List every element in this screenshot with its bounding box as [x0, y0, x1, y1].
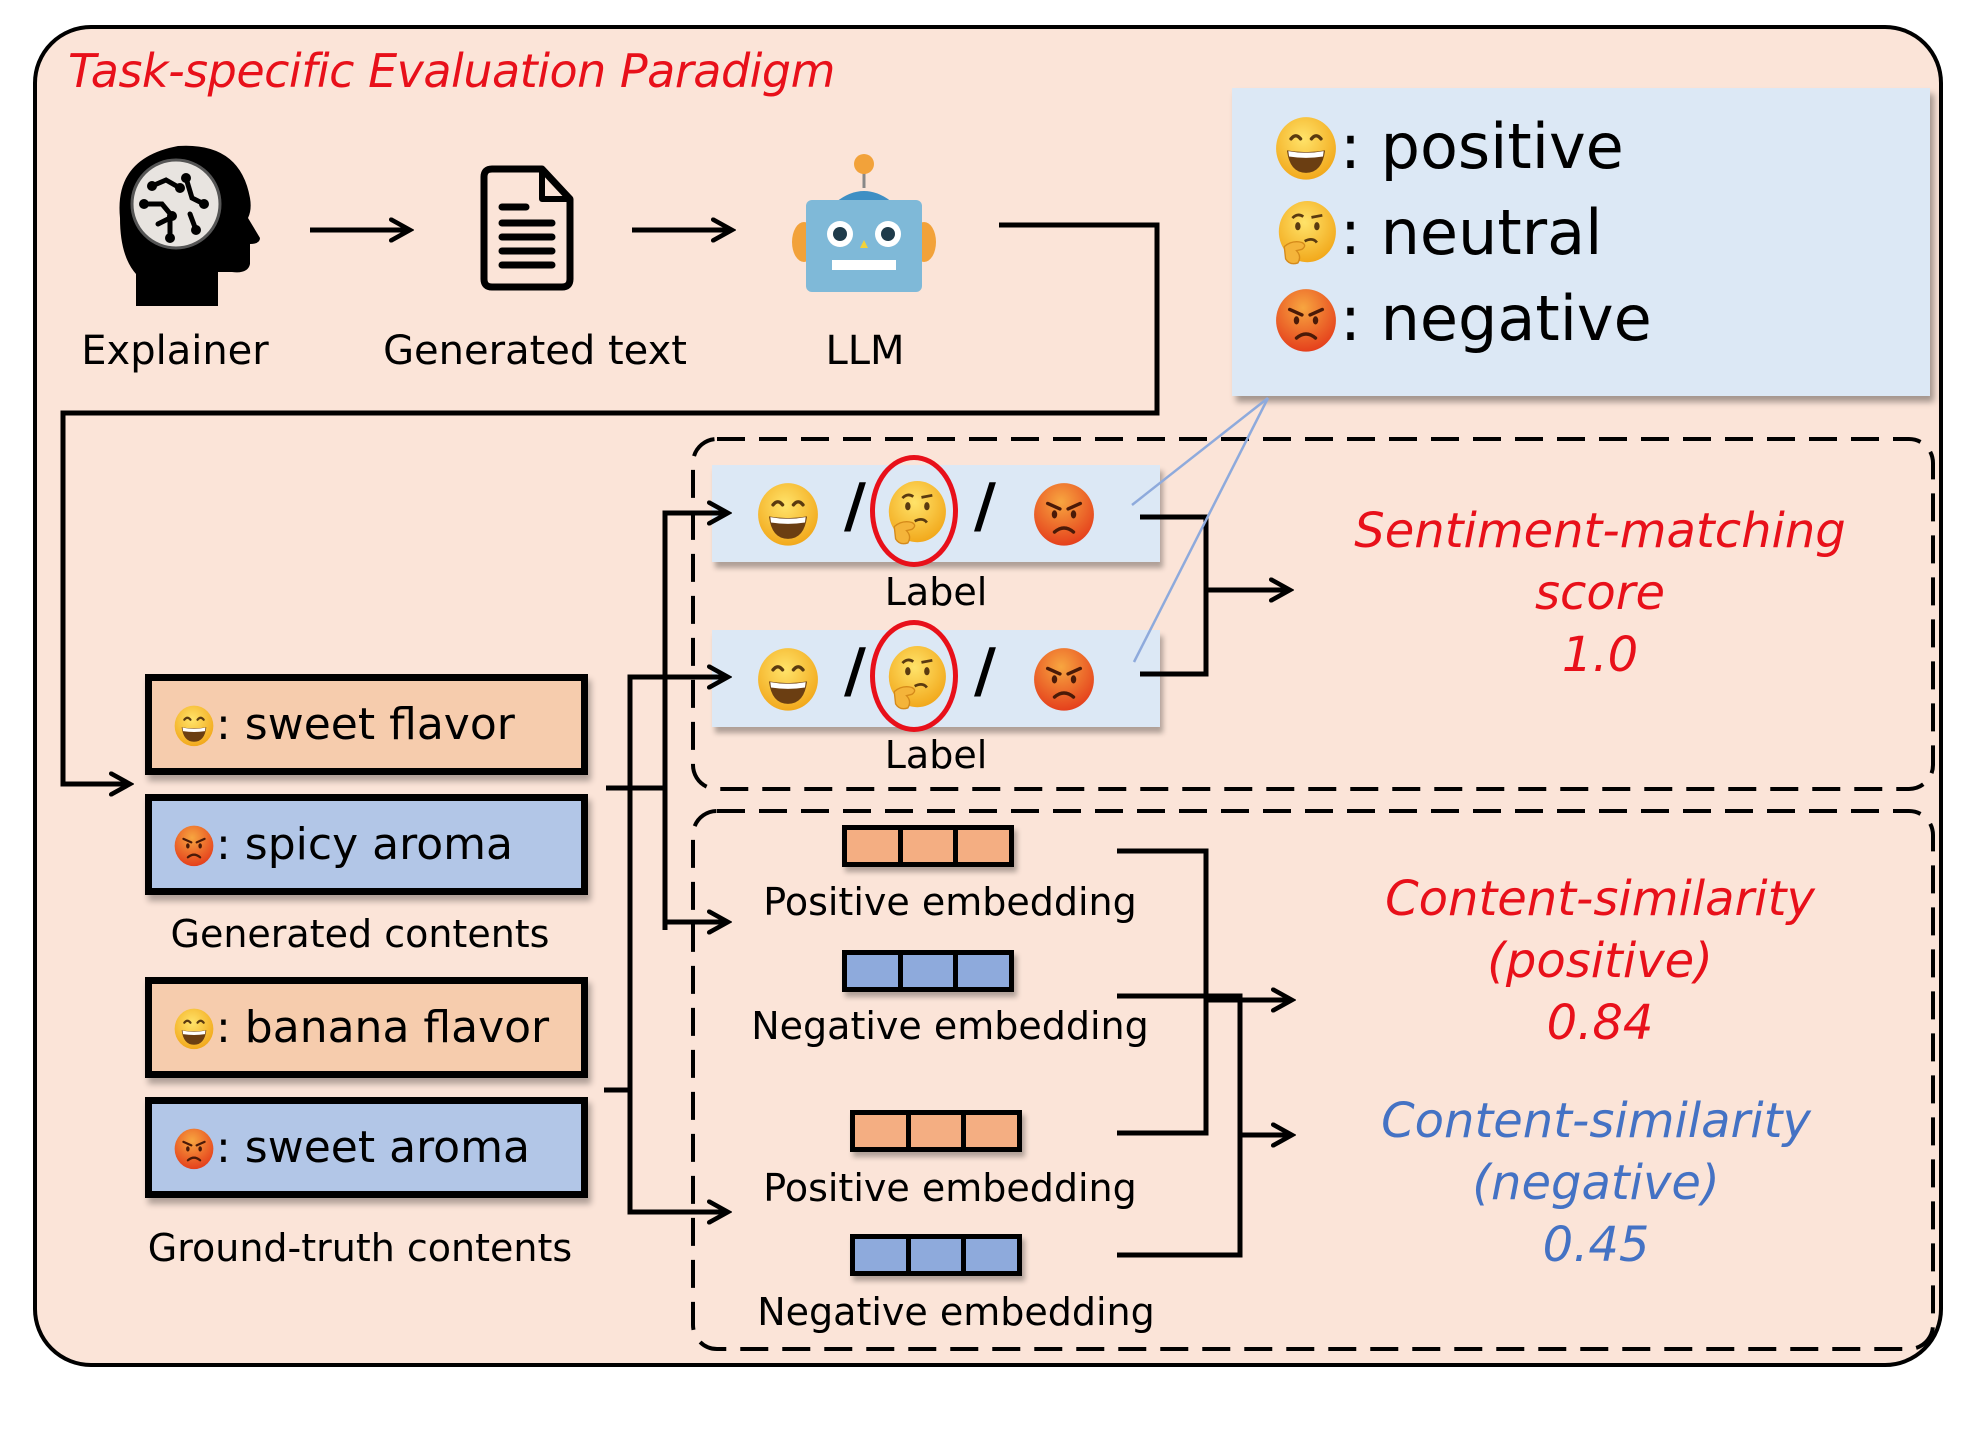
content-text: : banana flavor [216, 1002, 550, 1053]
angry-face-icon [1272, 285, 1340, 353]
robot-icon [784, 152, 944, 300]
generated-contents-caption: Generated contents [170, 912, 550, 956]
separator: / [974, 471, 996, 541]
score-title: Sentiment-matching [1354, 503, 1846, 559]
grinning-face-icon [754, 477, 822, 549]
score-value: 0.45 [1542, 1217, 1650, 1273]
angry-face-icon [172, 1125, 216, 1171]
ground-truth-content-positive: : banana flavor [145, 977, 588, 1078]
generated-content-negative: : spicy aroma [145, 794, 588, 895]
label-caption: Label [884, 733, 988, 777]
angry-face-icon [172, 822, 216, 868]
legend-label: : neutral [1340, 196, 1603, 269]
content-similarity-positive-score: Content-similarity (positive) 0.84 [1300, 868, 1900, 1054]
legend-item-neutral: : neutral [1272, 196, 1602, 269]
legend-item-negative: : negative [1272, 282, 1652, 355]
ground-truth-contents-caption: Ground-truth contents [147, 1226, 573, 1270]
score-value: 1.0 [1561, 627, 1639, 683]
sentiment-label-row: / / [712, 455, 1160, 567]
score-title: Content-similarity [1385, 871, 1815, 927]
content-text: : sweet flavor [216, 699, 515, 750]
ground-truth-content-negative: : sweet aroma [145, 1097, 588, 1198]
score-subtitle: score [1534, 565, 1666, 621]
score-value: 0.84 [1546, 995, 1654, 1051]
sentiment-matching-score: Sentiment-matching score 1.0 [1300, 500, 1900, 686]
separator: / [974, 636, 996, 706]
sentiment-legend: : positive : neutral : negative [1232, 88, 1930, 396]
legend-label: : positive [1340, 110, 1624, 183]
positive-embedding-vector [850, 1110, 1022, 1152]
content-text: : sweet aroma [216, 1122, 530, 1173]
pipeline-label-llm: LLM [825, 328, 905, 374]
content-text: : spicy aroma [216, 819, 513, 870]
brain-head-icon [100, 138, 260, 306]
positive-embedding-vector [842, 825, 1014, 867]
label-caption: Label [884, 570, 988, 614]
embedding-label: Negative embedding [757, 1290, 1155, 1334]
document-icon [476, 163, 576, 293]
thinking-face-icon [1272, 199, 1340, 267]
legend-label: : negative [1340, 282, 1652, 355]
legend-item-positive: : positive [1272, 110, 1624, 183]
score-title: Content-similarity [1381, 1093, 1811, 1149]
grinning-face-icon [172, 1005, 216, 1051]
negative-embedding-vector [850, 1234, 1022, 1276]
pipeline-label-explainer: Explainer [81, 328, 269, 374]
angry-face-icon [1030, 477, 1098, 549]
separator: / [844, 636, 866, 706]
embedding-label: Positive embedding [763, 880, 1137, 924]
selected-highlight-circle [870, 620, 958, 732]
score-subtitle: (positive) [1487, 933, 1713, 989]
sentiment-label-row: / / [712, 620, 1160, 732]
selected-highlight-circle [870, 455, 958, 567]
grinning-face-icon [1272, 113, 1340, 181]
embedding-label: Positive embedding [763, 1166, 1137, 1210]
separator: / [844, 471, 866, 541]
grinning-face-icon [172, 702, 216, 748]
score-subtitle: (negative) [1472, 1155, 1720, 1211]
content-similarity-negative-score: Content-similarity (negative) 0.45 [1296, 1090, 1896, 1276]
grinning-face-icon [754, 642, 822, 714]
negative-embedding-vector [842, 950, 1014, 992]
generated-content-positive: : sweet flavor [145, 674, 588, 775]
angry-face-icon [1030, 642, 1098, 714]
embedding-label: Negative embedding [751, 1004, 1149, 1048]
panel-title: Task-specific Evaluation Paradigm [68, 44, 835, 98]
pipeline-label-generated-text: Generated text [383, 328, 687, 374]
